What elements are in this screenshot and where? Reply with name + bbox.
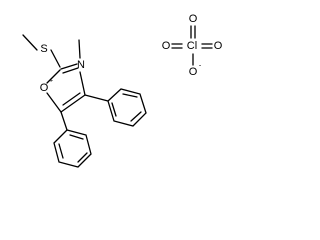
phenyl-ring-b-outline — [53, 129, 92, 168]
bond-s-c2 — [50, 49, 61, 68]
chemical-structure-diagram: S N O + O O Cl O O - — [22, 13, 223, 168]
atom-chlorine: Cl — [187, 40, 197, 52]
phenyl-ring-a-outline — [107, 88, 147, 127]
bond-c4-c5-double-a — [60, 94, 86, 113]
atom-oxygen-bottom: O — [189, 66, 198, 78]
oxygen-negative-charge: - — [199, 63, 202, 70]
atom-nitrogen: N — [77, 59, 85, 71]
atom-oxygen-right: O — [214, 40, 223, 52]
bond-ch3-s — [22, 34, 38, 51]
bond-c5-phenyl — [60, 111, 68, 131]
phenyl-ring-a-inner-3 — [111, 102, 117, 117]
phenyl-ring-b-inner-1 — [58, 143, 64, 159]
oxygen-positive-charge: + — [49, 78, 53, 85]
atom-oxygen-ring: O — [40, 82, 49, 94]
phenyl-ring-a-inner-1 — [122, 93, 138, 98]
bond-c4-c5-double-b — [62, 92, 81, 106]
atom-sulfur: S — [40, 43, 47, 55]
oxazolium-cation: S N O + — [22, 34, 147, 168]
bond-n3-ch3 — [78, 39, 81, 59]
phenyl-ring-b-inner-2 — [77, 152, 88, 163]
phenyl-ring-a-inner-2 — [130, 111, 142, 122]
bond-c2-n3-double-a — [60, 63, 78, 70]
bond-c5-o1 — [46, 92, 62, 113]
bond-c2-n3-double-b — [62, 67, 79, 74]
bond-o1-c2 — [46, 69, 61, 84]
atom-oxygen-left: O — [162, 40, 171, 52]
perchlorate-anion: O O Cl O O - — [162, 13, 223, 78]
bond-c4-phenyl — [84, 94, 109, 102]
phenyl-ring-b — [53, 129, 92, 168]
phenyl-ring-b-inner-3 — [69, 134, 84, 140]
atom-oxygen-top: O — [189, 13, 198, 25]
phenyl-ring-a — [107, 88, 147, 127]
bond-n3-c4 — [79, 71, 86, 96]
